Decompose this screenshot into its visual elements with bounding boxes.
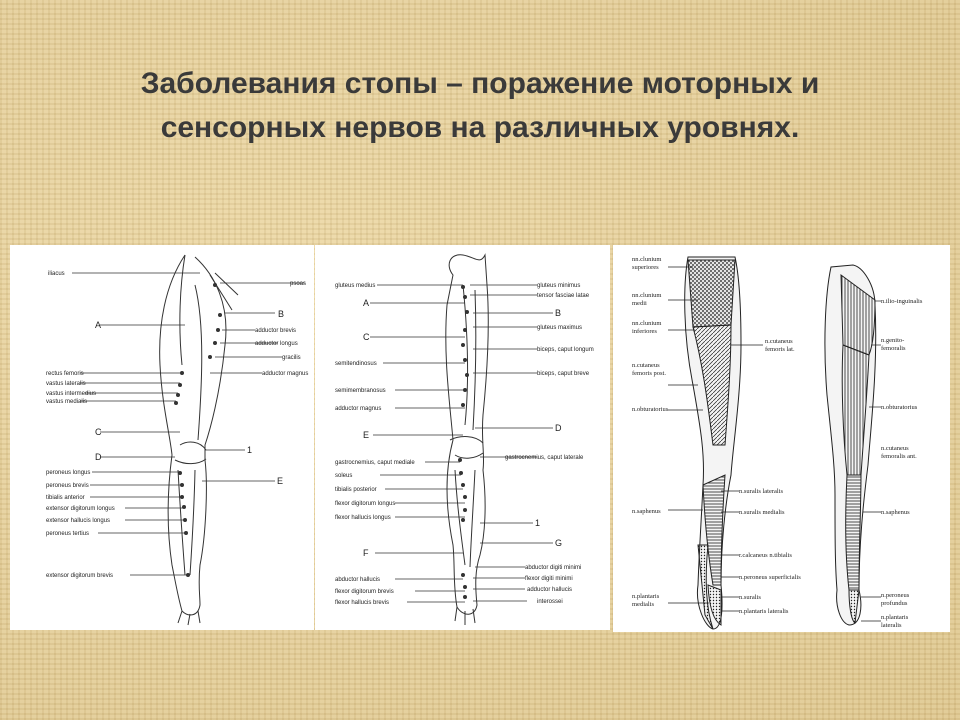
label-n-suralis-medialis: n.suralis medialis: [739, 509, 785, 516]
label-peroneus-tertius: peroneus tertius: [46, 531, 89, 537]
label-flexor-hallucis-longus: flexor hallucis longus: [335, 515, 391, 521]
label-nn-clunium-medii-1: nn.clunium: [632, 292, 661, 299]
diagram-panel-posterior-muscles: gluteus medius semitendinosus semimembra…: [315, 245, 610, 630]
label-psoas: psoas: [290, 281, 306, 287]
label-nn-clunium-inf-2: inferiores: [632, 328, 657, 335]
label-n-plantaris-lat-2: lateralis: [881, 622, 902, 629]
diagram-panel-cutaneous-nerves: nn.clunium superiores nn.clunium medii n…: [613, 245, 950, 632]
letter-e-post: E: [363, 430, 369, 440]
letter-d-post: D: [555, 423, 562, 433]
letter-c: C: [95, 427, 102, 437]
label-rectus-femoris: rectus femoris: [46, 371, 84, 377]
posterior-leg-figure: gluteus medius semitendinosus semimembra…: [335, 253, 594, 625]
label-interossei: interossei: [537, 599, 563, 605]
label-n-cutaneus-fem-ant-2: femoralis ant.: [881, 453, 917, 460]
label-n-peroneus-prof-2: profundus: [881, 600, 908, 607]
letter-g-post: G: [555, 538, 562, 548]
label-gluteus-medius: gluteus medius: [335, 283, 375, 289]
label-semimembranosus: semimembranosus: [335, 388, 386, 394]
label-abductor-digiti-minimi: abductor digiti minimi: [525, 565, 581, 571]
label-n-peroneus-prof-1: n.peroneus: [881, 592, 910, 599]
label-n-plantaris-lat-1: n.plantaris: [881, 614, 909, 621]
label-n-suralis: n.suralis: [739, 594, 761, 601]
label-n-cutaneus-fem-post-2: femoris post.: [632, 370, 666, 377]
label-gastrocnemius-lateral: gastrocnemius, caput laterale: [505, 455, 584, 461]
label-iliacus: iliacus: [48, 271, 65, 277]
label-n-suralis-lateralis: n.suralis lateralis: [739, 488, 784, 495]
cutaneous-territories-figure: nn.clunium superiores nn.clunium medii n…: [632, 256, 923, 630]
label-flexor-digitorum-brevis: flexor digitorum brevis: [335, 589, 394, 595]
label-adductor-magnus-post: adductor magnus: [335, 406, 381, 412]
label-peroneus-brevis: peroneus brevis: [46, 483, 89, 489]
label-gluteus-minimus: gluteus minimus: [537, 283, 580, 289]
label-n-peroneus-superficialis: n.peroneus superficialis: [739, 574, 801, 581]
label-n-genito-2: femoralis: [881, 345, 906, 352]
label-adductor-hallucis: adductor hallucis: [527, 587, 572, 593]
title-line-1: Заболевания стопы – поражение моторных и: [140, 67, 820, 100]
letter-b-post: B: [555, 308, 561, 318]
label-biceps-short: biceps, caput breve: [537, 371, 590, 377]
label-n-plantaris-med-1: n.plantaris: [632, 593, 660, 600]
label-n-genito-1: n.genito-: [881, 337, 904, 344]
label-gracilis: gracilis: [282, 355, 301, 361]
label-extensor-hallucis-longus: extensor hallucis longus: [46, 518, 110, 524]
label-r-calcaneus: r.calcaneus n.tibialis: [739, 552, 792, 559]
label-n-obturatorius-ant: n.obturatorius: [881, 404, 918, 411]
label-nn-clunium-inf-1: nn.clunium: [632, 320, 661, 327]
label-adductor-longus: adductor longus: [255, 341, 298, 347]
label-n-plantaris-med-2: medialis: [632, 601, 654, 608]
label-n-cutaneus-fem-lat-2: femoris lat.: [765, 346, 795, 353]
label-n-saphenus-ant: n.saphenus: [881, 509, 910, 516]
title-line-2: сенсорных нервов на различных уровнях.: [160, 111, 800, 144]
label-peroneus-longus: peroneus longus: [46, 470, 90, 476]
label-n-plantaris-lateralis: n.plantaris lateralis: [739, 608, 789, 615]
label-gastrocnemius-medial: gastrocnemius, caput mediale: [335, 460, 415, 466]
letter-f-post: F: [363, 548, 369, 558]
letter-a: A: [95, 320, 101, 330]
label-n-ilio-inguinalis: n.ilio-inguinalis: [881, 298, 923, 305]
label-tensor-fasciae-latae: tensor fasciae latae: [537, 293, 590, 299]
label-extensor-digitorum-brevis: extensor digitorum brevis: [46, 573, 113, 579]
label-vastus-intermedius: vastus intermedius: [46, 391, 96, 397]
label-vastus-lateralis: vastus lateralis: [46, 381, 86, 387]
label-n-saphenus-post: n.saphenus: [632, 508, 661, 515]
label-abductor-hallucis: abductor hallucis: [335, 577, 380, 583]
letter-d: D: [95, 452, 102, 462]
label-n-obturatorius-post: n.obturatorius: [632, 406, 669, 413]
label-n-cutaneus-fem-post-1: n.cutaneus: [632, 362, 660, 369]
letter-e: E: [277, 476, 283, 486]
diagram-panel-anterior-muscles: iliacus rectus femoris vastus lateralis …: [10, 245, 314, 630]
label-n-cutaneus-fem-ant-1: n.cutaneus: [881, 445, 909, 452]
label-flexor-digitorum-longus: flexor digitorum longus: [335, 501, 395, 507]
label-biceps-long: biceps, caput longum: [537, 347, 594, 353]
label-gluteus-maximus: gluteus maximus: [537, 325, 582, 331]
slide-title: Заболевания стопы – поражение моторных и…: [60, 62, 900, 150]
letter-a-post: A: [363, 298, 369, 308]
anterior-leg-figure: iliacus rectus femoris vastus lateralis …: [46, 254, 308, 626]
label-tibialis-anterior: tibialis anterior: [46, 495, 85, 501]
label-number-1: 1: [247, 445, 252, 455]
label-semitendinosus: semitendinosus: [335, 361, 377, 367]
letter-b: B: [278, 309, 284, 319]
label-soleus: soleus: [335, 473, 352, 479]
label-extensor-digitorum-longus: extensor digitorum longus: [46, 506, 115, 512]
letter-c-post: C: [363, 332, 370, 342]
label-adductor-magnus: adductor magnus: [262, 371, 308, 377]
label-vastus-medialis: vastus medialis: [46, 399, 87, 405]
label-adductor-brevis: adductor brevis: [255, 328, 296, 334]
label-nn-clunium-medii-2: medii: [632, 300, 647, 307]
label-nn-clunium-sup-1: nn.clunium: [632, 256, 661, 263]
label-tibialis-posterior: tibialis posterior: [335, 487, 377, 493]
label-n-cutaneus-fem-lat-1: n.cutaneus: [765, 338, 793, 345]
label-number-1-post: 1: [535, 518, 540, 528]
label-flexor-hallucis-brevis: flexor hallucis brevis: [335, 600, 389, 606]
label-nn-clunium-sup-2: superiores: [632, 264, 659, 271]
label-flexor-digiti-minimi: flexor digiti minimi: [525, 576, 573, 582]
